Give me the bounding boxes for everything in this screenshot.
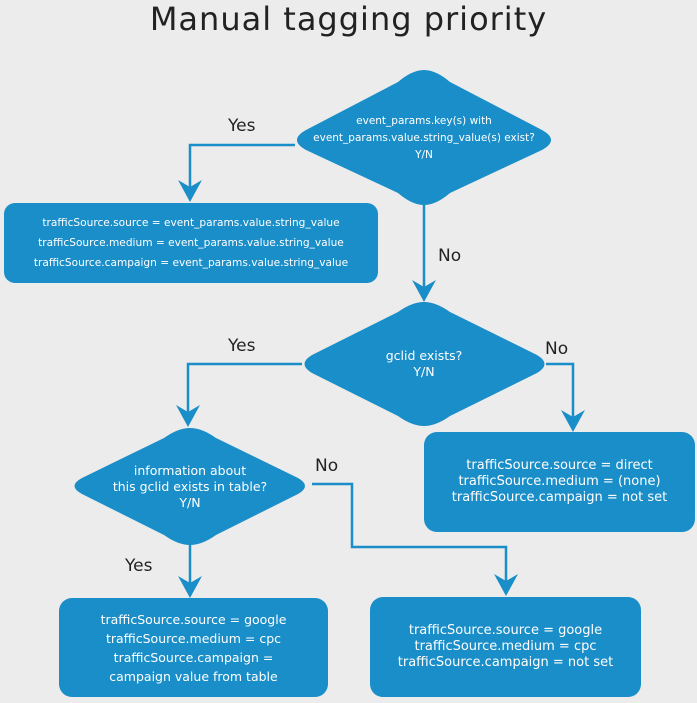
edge-d2-no (546, 362, 575, 427)
box-event-params-result (4, 203, 378, 283)
edge-d3-no (312, 482, 508, 592)
arrowhead-d2-no (561, 410, 585, 432)
box-google-campaign-result (59, 598, 328, 697)
edge-label-d2-yes: Yes (228, 336, 256, 356)
edge-label-d3-no: No (315, 456, 339, 476)
edge-label-d1-no: No (438, 246, 462, 266)
decision-event-params (297, 70, 551, 205)
arrowhead-d1-no (412, 280, 436, 302)
arrowhead-d1-yes (178, 180, 202, 202)
edge-label-d1-yes: Yes (228, 116, 256, 136)
box-direct-result (424, 432, 695, 532)
edge-label-d3-yes: Yes (125, 556, 153, 576)
decision-gclid-exists (304, 302, 545, 426)
edge-d1-yes (188, 143, 295, 196)
arrowhead-d3-no (494, 574, 518, 596)
arrowhead-d2-yes (176, 405, 200, 427)
box-google-not-set-result (370, 597, 641, 697)
page-title: Manual tagging priority (149, 0, 548, 38)
arrowhead-d3-yes (178, 576, 202, 598)
edge-d2-yes (186, 362, 302, 422)
decision-gclid-in-table (74, 428, 305, 545)
edge-label-d2-no: No (545, 339, 569, 359)
